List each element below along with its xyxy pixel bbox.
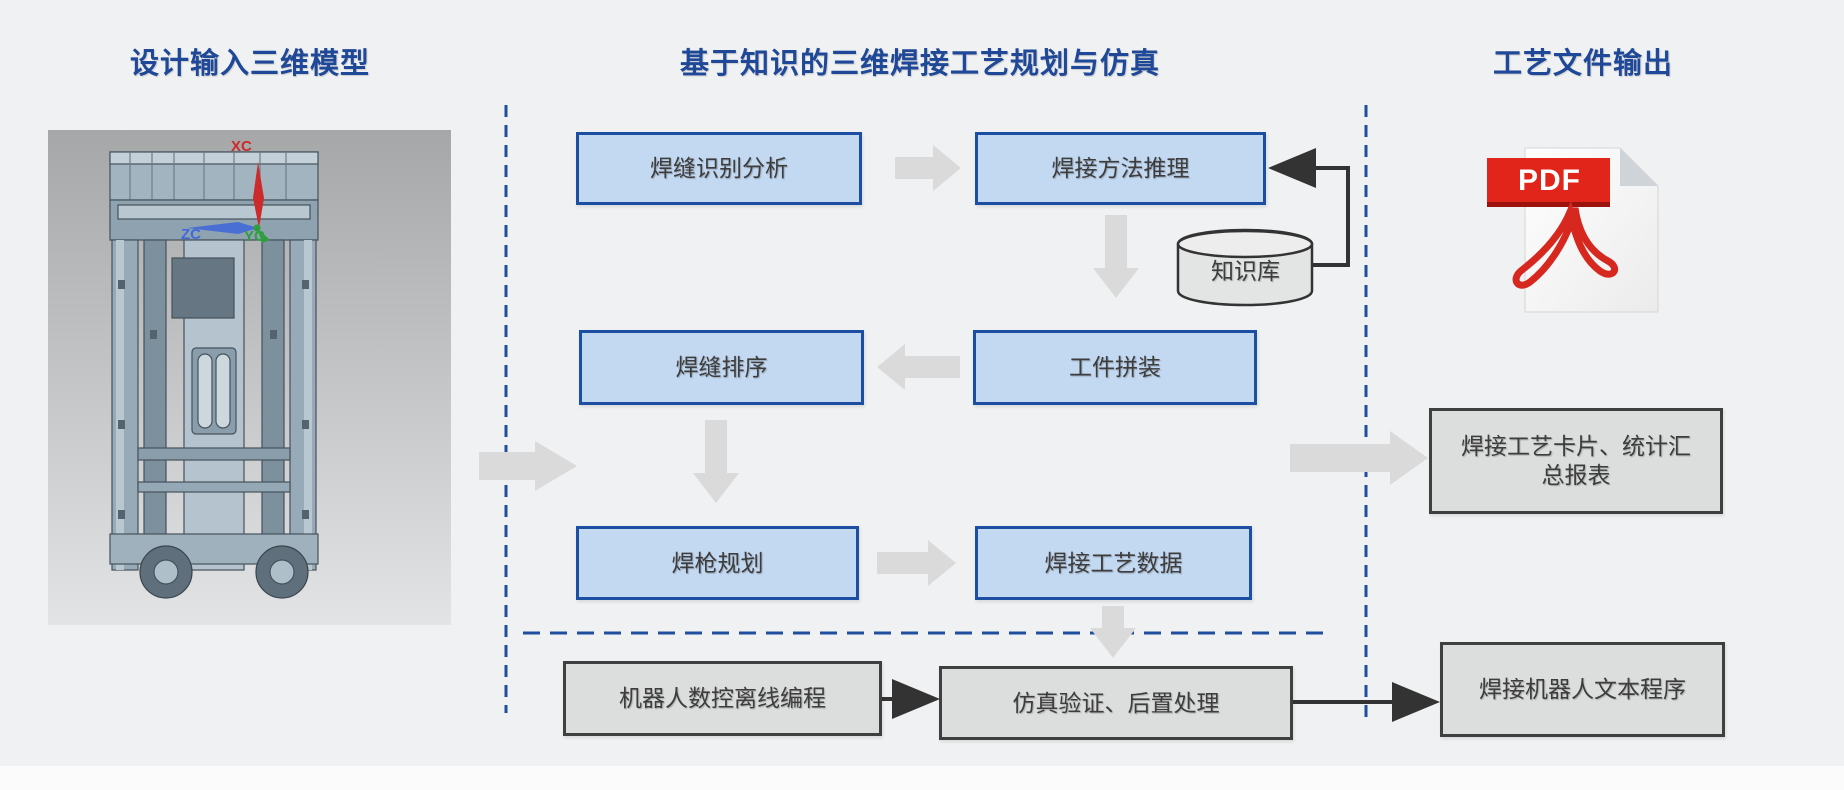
cad-model-viewport: XC ZC YC [48, 130, 451, 625]
box-part-assembly: 工件拼装 [973, 330, 1257, 405]
bottom-strip [0, 766, 1844, 790]
arrow-torch-to-data [877, 540, 956, 586]
arrow-seam-to-method [895, 145, 961, 191]
pdf-icon-graphic [1487, 147, 1659, 313]
header-design-input: 设计输入三维模型 [129, 48, 370, 80]
header-output: 工艺文件输出 [1492, 48, 1673, 80]
axis-label-xc: XC [231, 138, 252, 155]
pdf-label: PDF [1518, 164, 1581, 197]
box-method-reasoning: 焊接方法推理 [975, 132, 1266, 205]
arrow-method-to-assembly [1093, 215, 1139, 298]
section-dividers [504, 105, 1368, 723]
arrow-assembly-to-sequencing [877, 344, 960, 390]
header-planning: 基于知识的三维焊接工艺规划与仿真 [679, 48, 1160, 80]
knowledge-base-label: 知识库 [1211, 258, 1280, 284]
box-process-card-output: 焊接工艺卡片、统计汇总报表 [1429, 408, 1723, 514]
cad-machine-drawing [109, 151, 319, 599]
connector-kb-to-method [1268, 148, 1350, 267]
acrobat-swirl [1512, 200, 1619, 289]
box-process-data: 焊接工艺数据 [975, 526, 1252, 600]
box-robot-text-program: 焊接机器人文本程序 [1440, 642, 1725, 737]
gray-flow-arrows [479, 145, 1428, 658]
big-arrow-planning-to-output [1290, 431, 1428, 485]
box-seam-sequencing: 焊缝排序 [579, 330, 864, 405]
black-connectors [882, 148, 1440, 722]
arrow-sequencing-to-torch [693, 420, 739, 503]
big-arrow-cad-to-planning [479, 441, 577, 491]
box-simulation-postprocess: 仿真验证、后置处理 [939, 666, 1293, 740]
box-seam-recognition: 焊缝识别分析 [576, 132, 862, 205]
cad-axes-triad [187, 162, 270, 243]
pdf-file-icon: PDF [1480, 140, 1730, 320]
box-torch-planning: 焊枪规划 [576, 526, 859, 600]
arrow-data-to-simulation [1090, 606, 1136, 658]
knowledge-base-cylinder [1176, 228, 1314, 307]
axis-label-yc: YC [244, 228, 265, 245]
axis-label-zc: ZC [181, 226, 201, 243]
box-offline-programming: 机器人数控离线编程 [563, 661, 882, 736]
